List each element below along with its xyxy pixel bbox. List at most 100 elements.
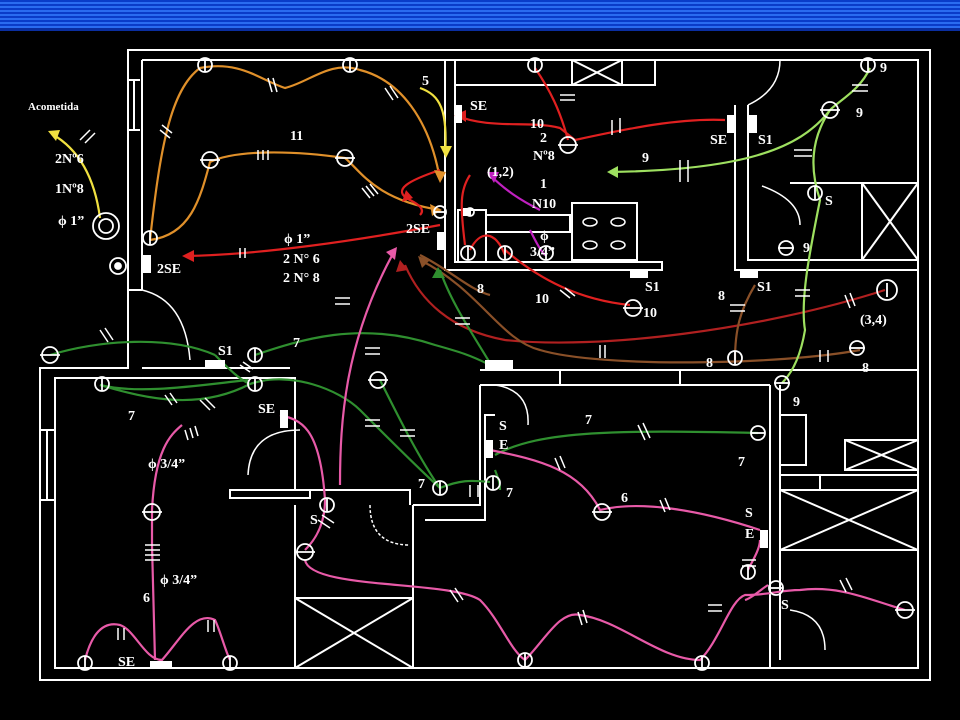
s1-left-box — [205, 360, 225, 368]
circuit-7f-label: 7 — [506, 486, 513, 501]
outlet-icon — [807, 185, 823, 201]
se-right-s-label: S — [745, 506, 753, 521]
light-point-icon — [849, 340, 865, 356]
se-bottom-label: SE — [118, 655, 135, 670]
circuit-7c-label: 7 — [585, 413, 592, 428]
ceiling-light-icon — [197, 57, 213, 73]
se-right-e-label: E — [745, 527, 754, 542]
circuit-8a-label: 8 — [477, 282, 484, 297]
light-point-icon — [335, 149, 355, 167]
outlet-icon — [319, 497, 335, 513]
circuit-1-conduit: 3/4” — [530, 245, 555, 260]
circuit-1-cable: N10 — [532, 197, 556, 212]
s1-top-right-label: S1 — [758, 133, 773, 148]
se-center-box — [485, 440, 493, 458]
circuit-10a-size: Nº8 — [533, 149, 555, 164]
outlet-icon — [77, 655, 93, 671]
s-bottom-right-label: S — [781, 598, 789, 613]
circuit-orange-11 — [149, 151, 441, 242]
fixtures — [40, 57, 915, 671]
circuit-9e-label: 9 — [793, 395, 800, 410]
light-point-icon — [295, 543, 315, 561]
light-point-icon — [592, 503, 612, 521]
conduit-34b-label: ϕ 3/4” — [160, 573, 197, 588]
outlet-icon — [433, 205, 447, 219]
outlet-icon — [460, 245, 476, 261]
circuit-8b-label: 8 — [718, 289, 725, 304]
light-point-icon — [368, 371, 388, 389]
s1-left-label: S1 — [218, 344, 233, 359]
meter-icon — [92, 212, 120, 240]
secondary-board-label: 2SE — [406, 222, 430, 237]
light-point-icon — [40, 346, 60, 364]
circuit-10c-label: 10 — [643, 306, 657, 321]
outlet-icon — [517, 652, 533, 668]
s1-kitchen-box — [630, 270, 648, 278]
s1-kitchen-label: S1 — [645, 280, 660, 295]
circuit-9b-label: 9 — [880, 61, 887, 76]
motor-icon — [876, 279, 898, 301]
circuit-11-label: 11 — [290, 129, 303, 144]
s-mid-box — [485, 360, 513, 369]
light-point-icon — [820, 101, 840, 119]
labels: Acometida 2Nº6 1Nº8 ϕ 1” 2SE 2SE ϕ 1” 2 … — [28, 61, 887, 670]
conduit-34a-label: ϕ 3/4” — [148, 457, 185, 472]
outlet-icon — [142, 230, 158, 246]
circuit-6a-label: 6 — [621, 491, 628, 506]
panels — [142, 105, 768, 669]
feeder-cable2: 2 N° 8 — [283, 271, 320, 286]
light-point-icon — [623, 299, 643, 317]
light-point-icon — [558, 136, 578, 154]
outlet-icon — [485, 475, 501, 491]
title-bar-stripes — [0, 0, 960, 30]
arrowheads — [48, 110, 618, 278]
ground-icon — [109, 257, 127, 275]
outlet-icon — [247, 347, 263, 363]
outlet-icon — [538, 245, 554, 261]
main-panel — [142, 255, 151, 273]
cable-ticks — [79, 77, 868, 640]
circuit-9d-label: 9 — [803, 241, 810, 256]
s1-top-right-box — [748, 115, 757, 133]
outlet-icon — [694, 655, 710, 671]
s-right-label: S — [825, 194, 833, 209]
s1-right-box — [740, 270, 758, 278]
light-point-icon — [142, 503, 162, 521]
circuit-1-label: 1 — [540, 177, 547, 192]
circuit-6b-label: 6 — [143, 591, 150, 606]
se-bottom-box — [150, 661, 172, 669]
se-center-e-label: E — [499, 438, 508, 453]
se-top-right-box — [727, 115, 736, 133]
circuit-5-label: 5 — [422, 74, 429, 89]
light-point-icon — [895, 601, 915, 619]
acometida-conduit: ϕ 1” — [58, 214, 84, 229]
light-point-icon — [778, 240, 794, 256]
title-bar-edge — [0, 28, 960, 31]
circuit-3-4-label: (3,4) — [860, 313, 887, 328]
s1-right-label: S1 — [757, 280, 772, 295]
circuit-9a-label: 9 — [642, 151, 649, 166]
outlet-icon — [247, 376, 263, 392]
acometida-label: Acometida — [28, 101, 79, 113]
circuit-10a-label: 10 — [530, 117, 544, 132]
outlet-icon — [740, 564, 756, 580]
circuit-7a-label: 7 — [293, 336, 300, 351]
outlet-icon — [432, 480, 448, 496]
circuit-10b-label: 10 — [535, 292, 549, 307]
outlet-icon — [768, 580, 784, 596]
circuit-1-2-label: (1,2) — [487, 165, 514, 180]
ceiling-light-icon — [527, 57, 543, 73]
circuit-10a-cable: 2 — [540, 131, 547, 146]
circuit-orange-top — [148, 65, 442, 241]
kitchen-panel — [455, 105, 462, 123]
se-right-box — [760, 530, 768, 548]
se-top-right-label: SE — [710, 133, 727, 148]
ceiling-light-icon — [860, 57, 876, 73]
ceiling-light-icon — [342, 57, 358, 73]
se-left-room-box — [280, 410, 288, 428]
acometida-cable1: 2Nº6 — [55, 152, 84, 167]
outlet-icon — [94, 376, 110, 392]
stove-burners — [582, 217, 626, 250]
se-center-s-label: S — [499, 419, 507, 434]
feeder-cable1: 2 N° 6 — [283, 252, 320, 267]
